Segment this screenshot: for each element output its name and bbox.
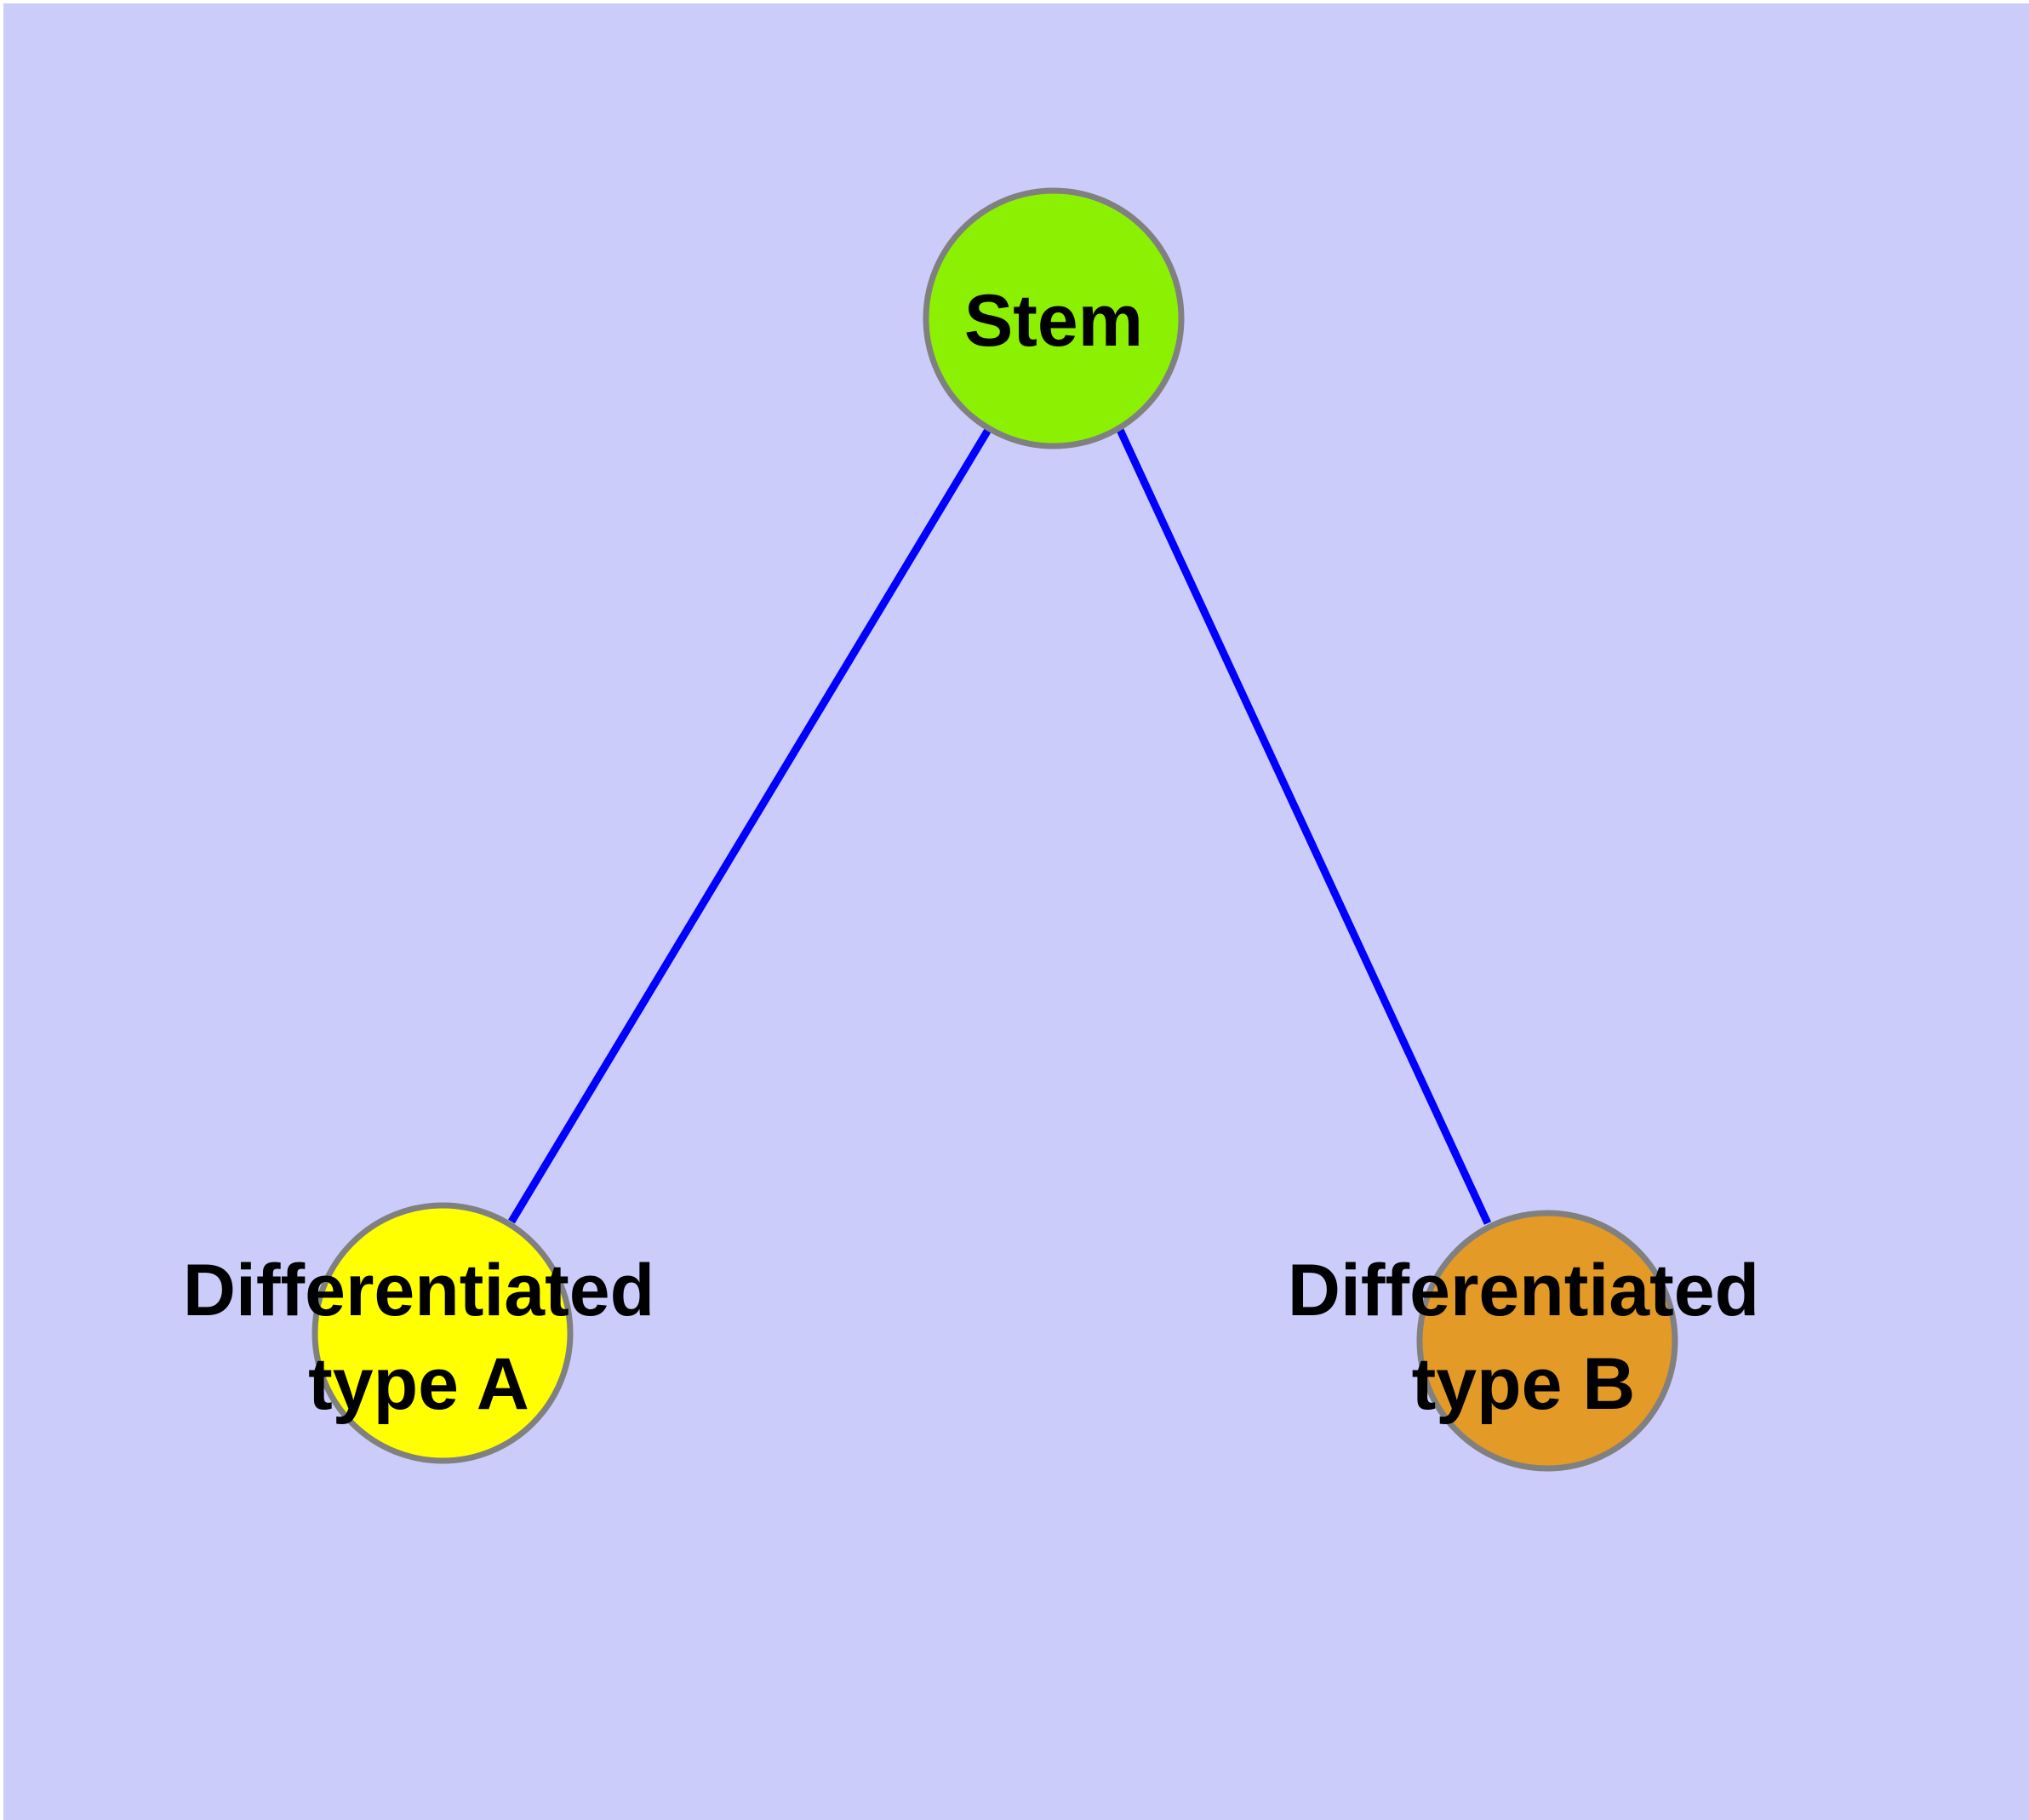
- node-diff-b[interactable]: [1416, 1210, 1678, 1472]
- node-diff-a-label-line2: type A: [308, 1343, 529, 1425]
- node-stem-label-line1: Stem: [964, 280, 1143, 362]
- node-diff-a[interactable]: [311, 1202, 574, 1464]
- node-diff-a-label-line1: Differentiated: [183, 1250, 654, 1331]
- node-diff-b-circle[interactable]: [1416, 1210, 1678, 1472]
- edges-layer: [508, 427, 1492, 1225]
- nodes-layer: [311, 187, 1678, 1472]
- node-diff-b-label-line2: type B: [1412, 1343, 1636, 1425]
- edge-stem-to-diff-b[interactable]: [1116, 428, 1492, 1225]
- edge-stem-to-diff-a[interactable]: [508, 427, 992, 1224]
- node-stem[interactable]: [923, 187, 1185, 449]
- node-diff-a-circle[interactable]: [311, 1202, 574, 1464]
- labels-layer: Stem Differentiated type A Differentiate…: [183, 280, 1759, 1425]
- node-diff-b-label-line1: Differentiated: [1288, 1250, 1759, 1331]
- node-stem-circle[interactable]: [923, 187, 1185, 449]
